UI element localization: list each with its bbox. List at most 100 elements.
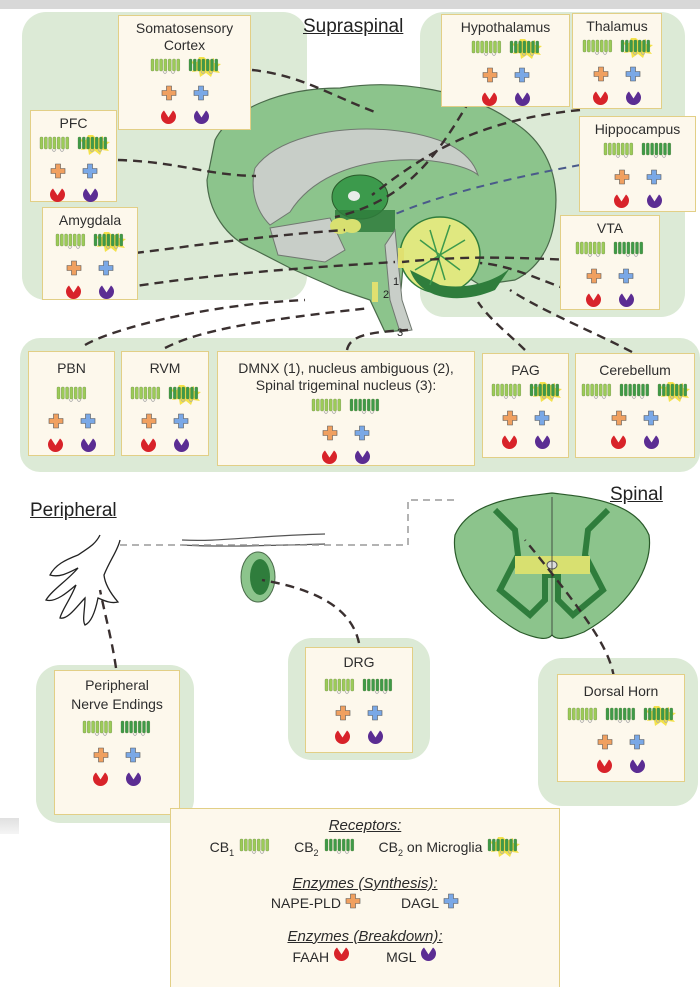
cb2-microglia-receptor-icon xyxy=(528,382,562,407)
dagl-icon xyxy=(646,169,662,190)
dagl-icon xyxy=(618,268,634,289)
synthesis-enzymes xyxy=(119,85,250,106)
faah-icon xyxy=(613,193,630,215)
cb1-receptor-icon xyxy=(470,39,504,64)
nape-pld-icon xyxy=(66,260,82,281)
mgl-icon xyxy=(82,187,99,209)
dagl-icon xyxy=(82,163,98,184)
cb1-receptor-icon xyxy=(310,397,344,422)
cb2-receptor-icon xyxy=(618,382,652,407)
region-rvm: RVM xyxy=(121,351,209,456)
cb2-microglia-receptor-icon xyxy=(656,382,690,407)
breakdown-enzymes xyxy=(561,292,659,314)
cb2-receptor-icon xyxy=(348,397,382,422)
mgl-icon xyxy=(629,758,646,780)
breakdown-enzymes xyxy=(580,193,695,215)
synthesis-enzymes xyxy=(43,260,137,281)
receptor-icons xyxy=(306,677,412,702)
faah-icon xyxy=(333,946,350,968)
cb1-receptor-icon xyxy=(566,706,600,731)
hand-illustration xyxy=(45,534,121,626)
cb2-microglia-receptor-icon xyxy=(76,135,110,160)
mgl-icon xyxy=(80,437,97,459)
spinal-cord-illustration xyxy=(453,492,651,639)
region-title: Hypothalamus xyxy=(460,19,551,35)
region-thalamus: Thalamus xyxy=(572,13,662,109)
breakdown-enzymes xyxy=(573,90,661,112)
cb2-microglia-receptor-icon xyxy=(508,39,542,64)
breakdown-enzymes xyxy=(306,729,412,751)
cb1-receptor-icon xyxy=(602,141,636,166)
region-title: Cerebellum xyxy=(599,362,671,378)
synthesis-enzymes xyxy=(122,413,208,434)
receptor-icons xyxy=(573,38,661,63)
legend-faah: FAAH xyxy=(293,946,351,968)
region-title: Peripheral xyxy=(85,677,149,693)
legend-cb2: CB2 xyxy=(294,837,356,863)
mgl-icon xyxy=(420,946,437,968)
nape-pld-icon xyxy=(50,163,66,184)
faah-icon xyxy=(49,187,66,209)
cb1-receptor-icon xyxy=(580,382,614,407)
cb1-receptor-icon xyxy=(55,385,89,410)
region-hypothalamus: Hypothalamus xyxy=(441,14,570,107)
cb1-receptor-icon xyxy=(81,719,115,744)
breakdown-enzymes xyxy=(31,187,116,209)
receptor-icons xyxy=(561,240,659,265)
faah-icon xyxy=(334,729,351,751)
breakdown-enzymes xyxy=(218,449,474,471)
receptor-icons xyxy=(483,382,568,407)
region-title: Amygdala xyxy=(58,212,122,228)
region-title: Hippocampus xyxy=(594,121,681,137)
synthesis-enzymes xyxy=(483,410,568,431)
nape-pld-icon xyxy=(593,66,609,87)
region-amygdala: Amygdala xyxy=(42,207,138,300)
cb2-receptor-icon xyxy=(119,719,153,744)
cb2-microglia-receptor-icon xyxy=(486,837,521,862)
dagl-icon xyxy=(80,413,96,434)
dagl-icon xyxy=(354,425,370,446)
nape-pld-icon xyxy=(48,413,64,434)
mgl-icon xyxy=(625,90,642,112)
nerve-illustration xyxy=(181,533,326,603)
mgl-icon xyxy=(643,434,660,456)
region-pfc: PFC xyxy=(30,110,117,202)
mgl-icon xyxy=(646,193,663,215)
dashed-links-gray xyxy=(120,499,455,546)
synthesis-enzymes xyxy=(561,268,659,289)
dagl-icon xyxy=(643,410,659,431)
nape-pld-icon xyxy=(93,747,109,768)
cb2-microglia-receptor-icon xyxy=(187,57,221,82)
mgl-icon xyxy=(618,292,635,314)
region-title: Somatosensory xyxy=(135,20,234,36)
synthesis-enzymes xyxy=(29,413,114,434)
cb1-receptor-icon xyxy=(490,382,524,407)
region-cerebellum: Cerebellum xyxy=(575,353,695,458)
faah-icon xyxy=(596,758,613,780)
region-brainstem-nuclei: DMNX (1), nucleus ambiguous (2), Spinal … xyxy=(217,351,475,466)
faah-icon xyxy=(92,771,109,793)
legend-breakdown-heading: Enzymes (Breakdown): xyxy=(287,927,443,945)
synthesis-enzymes xyxy=(218,425,474,446)
mgl-icon xyxy=(98,284,115,306)
brain-marker-1: 1 xyxy=(393,276,399,288)
synthesis-enzymes xyxy=(306,705,412,726)
nape-pld-icon xyxy=(611,410,627,431)
receptor-icons xyxy=(31,135,116,160)
region-title: PAG xyxy=(511,362,540,378)
receptor-icons xyxy=(122,385,208,410)
region-title: Dorsal Horn xyxy=(583,683,659,699)
cb2-receptor-icon xyxy=(361,677,395,702)
nape-pld-icon xyxy=(586,268,602,289)
dagl-icon xyxy=(173,413,189,434)
dagl-icon xyxy=(367,705,383,726)
faah-icon xyxy=(321,449,338,471)
receptor-icons xyxy=(119,57,250,82)
dagl-icon xyxy=(98,260,114,281)
receptor-icons xyxy=(576,382,694,407)
mgl-icon xyxy=(173,437,190,459)
nape-pld-icon xyxy=(335,705,351,726)
faah-icon xyxy=(160,109,177,131)
nape-pld-icon xyxy=(614,169,630,190)
breakdown-enzymes xyxy=(483,434,568,456)
